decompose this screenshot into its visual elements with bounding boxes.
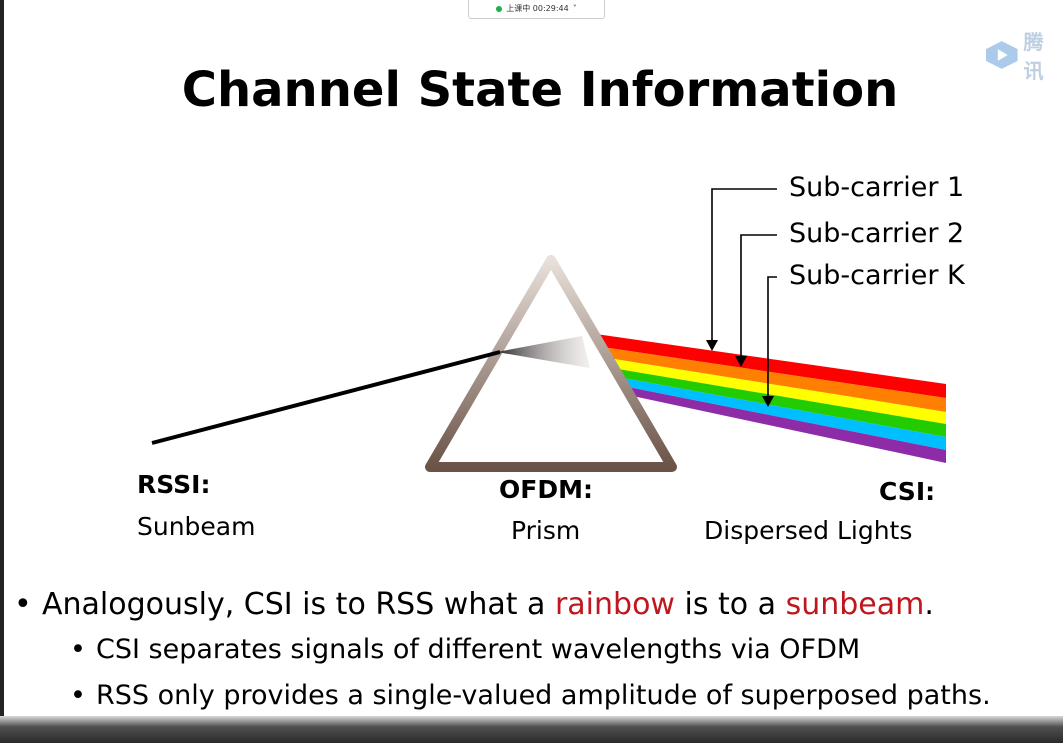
subcarrier-k-leader — [767, 276, 777, 398]
bullet-list: • Analogously, CSI is to RSS what a rain… — [14, 585, 1054, 719]
csi-caption-heading: CSI: — [879, 477, 936, 506]
arrow-down-icon — [735, 356, 747, 367]
window-bottom-bar — [0, 716, 1063, 743]
rainbow-band-yellow — [608, 358, 946, 424]
recording-dot-icon — [496, 6, 503, 12]
rainbow-band-red — [596, 334, 946, 398]
window-left-edge — [0, 0, 4, 743]
subcarrier-2-label: Sub-carrier 2 — [789, 218, 965, 249]
slide-title: Channel State Information — [181, 62, 899, 118]
bullet-main-text: is to a — [674, 587, 786, 622]
sunbeam-line — [151, 350, 501, 445]
subcarrier-1-label: Sub-carrier 1 — [789, 172, 965, 203]
subcarrier-k-label: Sub-carrier K — [789, 260, 965, 291]
bullet-main-text: . — [924, 587, 934, 622]
ofdm-caption-heading: OFDM: — [499, 475, 593, 504]
arrow-down-icon — [706, 340, 718, 351]
arrow-down-icon — [762, 396, 774, 407]
ofdm-caption-text: Prism — [511, 516, 581, 545]
rainbow-band-green — [612, 368, 946, 437]
bullet-sub: • RSS only provides a single-valued ampl… — [14, 673, 1054, 719]
rainbow-band-violet — [623, 386, 946, 463]
rssi-caption-text: Sunbeam — [137, 512, 256, 541]
bullet-main: • Analogously, CSI is to RSS what a rain… — [14, 585, 1054, 627]
app-logo: 腾讯 — [984, 26, 1063, 84]
bullet-dot-icon: • — [70, 680, 86, 711]
prism-triangle — [425, 255, 677, 472]
csi-caption-text: Dispersed Lights — [704, 516, 913, 545]
app-logo-text: 腾讯 — [1023, 30, 1044, 83]
play-cube-icon — [985, 41, 1018, 69]
rainbow-band-blue — [618, 377, 946, 450]
bullet-sub-text: RSS only provides a single-valued amplit… — [96, 680, 991, 711]
subcarrier-1-leader — [711, 188, 777, 342]
bullet-sub: • CSI separates signals of different wav… — [14, 627, 1054, 673]
chevron-down-icon: ˅ — [572, 4, 577, 13]
class-timer-text: 上课中 00:29:44 — [506, 4, 569, 13]
rainbow-band-orange — [602, 347, 946, 412]
rssi-caption-heading: RSSI: — [137, 470, 211, 499]
bullet-highlight-sunbeam: sunbeam — [785, 587, 925, 622]
bullet-main-text: Analogously, CSI is to RSS what a — [42, 587, 555, 622]
bullet-sub-text: CSI separates signals of different wavel… — [96, 634, 861, 665]
class-status-indicator[interactable]: 上课中 00:29:44 ˅ — [468, 0, 605, 19]
bullet-dot-icon: • — [14, 587, 32, 622]
bullet-dot-icon: • — [70, 634, 86, 665]
bullet-highlight-rainbow: rainbow — [554, 587, 675, 622]
subcarrier-2-leader — [740, 234, 777, 358]
prism-inner-beam — [497, 336, 590, 368]
